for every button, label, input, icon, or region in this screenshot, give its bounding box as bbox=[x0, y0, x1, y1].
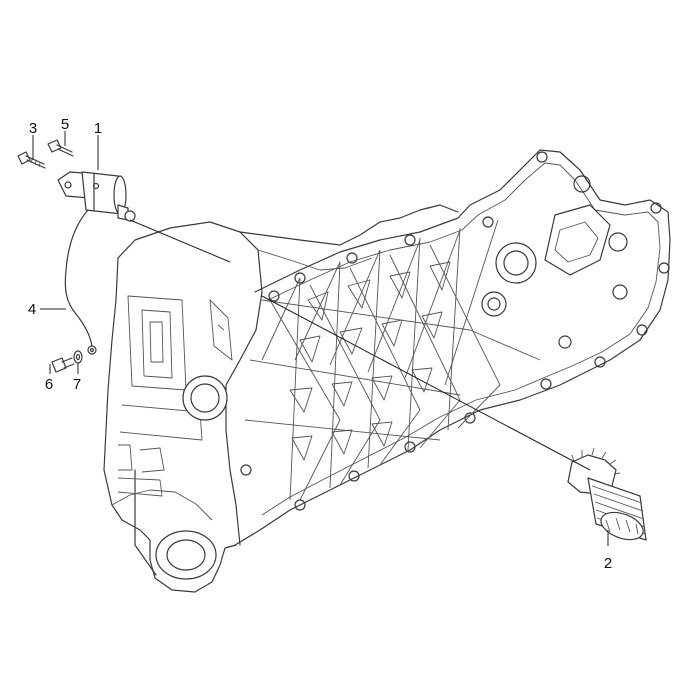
callout-2: 2 bbox=[604, 555, 612, 572]
callout-labels: 1 2 3 4 5 6 7 bbox=[28, 116, 612, 572]
starter-motor-part bbox=[57, 171, 136, 222]
callout-5: 5 bbox=[61, 116, 69, 133]
crankcase-ribbing bbox=[244, 219, 541, 501]
washer-part-7 bbox=[73, 350, 83, 364]
leader-lines bbox=[32, 131, 609, 546]
starter-cable-part bbox=[64, 209, 97, 355]
callout-1: 1 bbox=[94, 120, 102, 137]
callout-3: 3 bbox=[29, 120, 37, 137]
bolt-part-6 bbox=[51, 357, 75, 373]
callout-7: 7 bbox=[73, 376, 81, 393]
callout-6: 6 bbox=[45, 376, 53, 393]
callout-4: 4 bbox=[28, 301, 36, 318]
bolt-part-3 bbox=[17, 151, 46, 169]
crankcase-housing bbox=[103, 149, 671, 593]
starter-gear-part bbox=[567, 447, 647, 541]
bolt-part-5 bbox=[47, 139, 74, 157]
